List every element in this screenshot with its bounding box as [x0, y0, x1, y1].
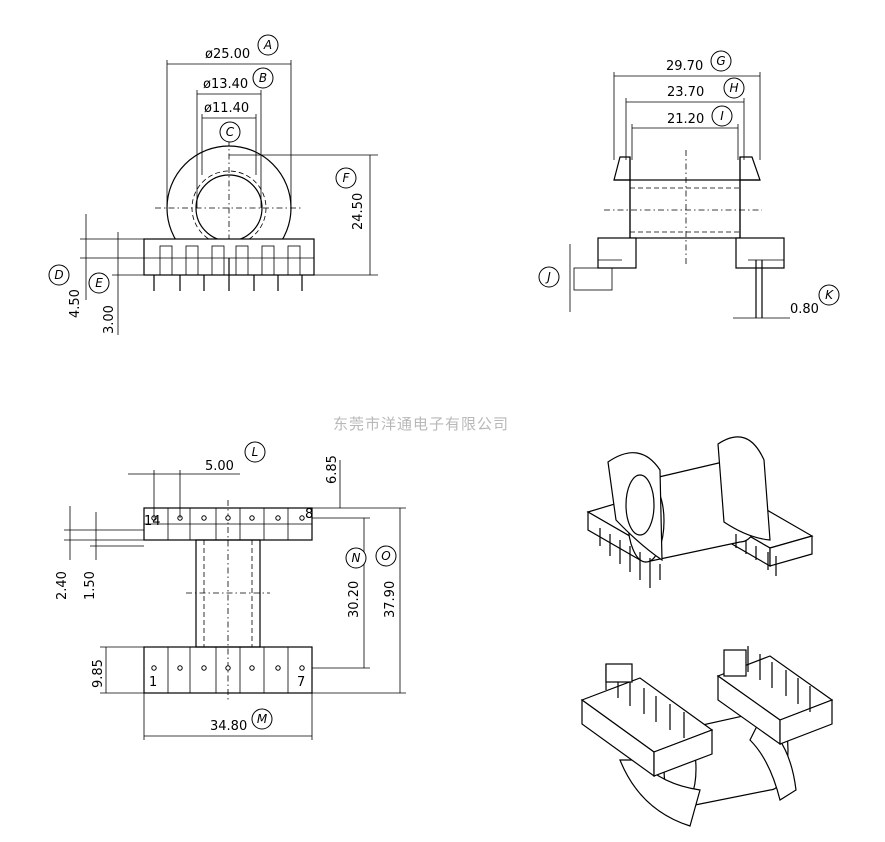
- pin-label-8: 8: [305, 507, 313, 522]
- front-view: ø25.00 A ø13.40 B ø11.40 C 24.50 F 4.50 …: [48, 34, 378, 335]
- dim-s-value: 9.85: [91, 659, 106, 688]
- isometric-view-top: [586, 436, 814, 588]
- pin-label-7: 7: [297, 675, 305, 690]
- dim-h-id: H: [729, 81, 738, 95]
- dim-e-value: 3.00: [102, 305, 117, 334]
- side-view: 29.70 G 23.70 H 21.20 I J 0.80 K: [538, 50, 840, 319]
- dim-j-id: J: [545, 270, 551, 284]
- dim-b-value: ø13.40: [203, 77, 248, 92]
- bottom-view: 14 8 1 7 5.00 L 6.85 30.20 N 37.90 O: [55, 441, 406, 740]
- pin-label-1: 1: [149, 675, 157, 690]
- dim-b-id: B: [259, 71, 267, 85]
- dim-i-id: I: [720, 109, 724, 123]
- dim-d-id: D: [54, 268, 63, 282]
- dim-r-value: 1.50: [83, 571, 98, 600]
- dim-m-id: M: [257, 712, 268, 726]
- dim-n-value: 30.20: [347, 581, 362, 618]
- company-watermark: 东莞市洋通电子有限公司: [333, 415, 509, 433]
- dim-i-value: 21.20: [667, 112, 704, 127]
- dim-e-id: E: [95, 276, 103, 290]
- dim-d-value: 4.50: [68, 289, 83, 318]
- isometric-view-bottom: [580, 646, 834, 827]
- dim-a-id: A: [263, 38, 272, 52]
- dim-l-id: L: [252, 445, 259, 459]
- dim-a-value: ø25.00: [205, 47, 250, 62]
- dim-k-value: 0.80: [790, 302, 819, 317]
- dim-c-value: ø11.40: [204, 101, 249, 116]
- dim-o-id: O: [381, 549, 390, 563]
- dim-f-id: F: [343, 171, 351, 185]
- dim-q-value: 2.40: [55, 571, 70, 600]
- pin-label-14: 14: [144, 514, 161, 529]
- dim-k-id: K: [825, 288, 834, 302]
- dim-n-id: N: [352, 551, 361, 565]
- dim-p-value: 6.85: [325, 455, 340, 484]
- dim-c-id: C: [226, 125, 235, 139]
- dim-o-value: 37.90: [383, 581, 398, 618]
- dim-h-value: 23.70: [667, 85, 704, 100]
- dim-g-id: G: [716, 54, 725, 68]
- dim-m-value: 34.80: [210, 719, 247, 734]
- dim-f-value: 24.50: [351, 193, 366, 230]
- dim-g-value: 29.70: [666, 59, 703, 74]
- dim-l-value: 5.00: [205, 459, 234, 474]
